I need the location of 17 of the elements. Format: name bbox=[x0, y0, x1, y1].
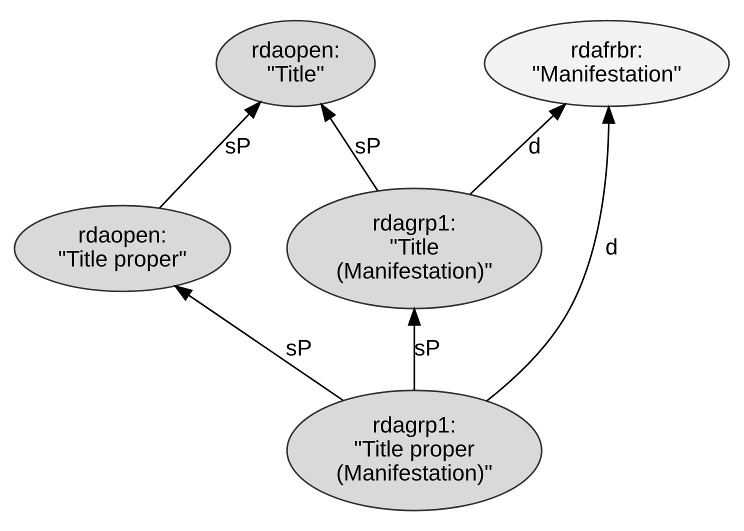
arrow bbox=[159, 100, 262, 208]
node-ellipse: rdagrp1: "Title proper (Manifestation)" bbox=[286, 390, 542, 512]
edge-label: sP bbox=[414, 335, 440, 360]
arrow bbox=[320, 102, 378, 192]
edge-label: sP bbox=[354, 133, 381, 158]
edge-label: sP bbox=[224, 133, 252, 158]
arrow bbox=[469, 102, 568, 195]
arrow bbox=[486, 104, 616, 402]
edge-label: d bbox=[605, 234, 618, 260]
node-ellipse: rdaopen: "Title proper" bbox=[14, 204, 232, 292]
node-ellipse: rdagrp1: "Title (Manifestation)" bbox=[286, 188, 542, 310]
edge-label: sP bbox=[286, 335, 312, 360]
node-ellipse: rdafrbr: "Manifestation" bbox=[484, 20, 730, 108]
edge-label: d bbox=[528, 133, 541, 158]
arrow bbox=[408, 306, 422, 390]
node-ellipse: rdaopen: "Title" bbox=[216, 20, 376, 108]
arrow bbox=[173, 284, 344, 401]
